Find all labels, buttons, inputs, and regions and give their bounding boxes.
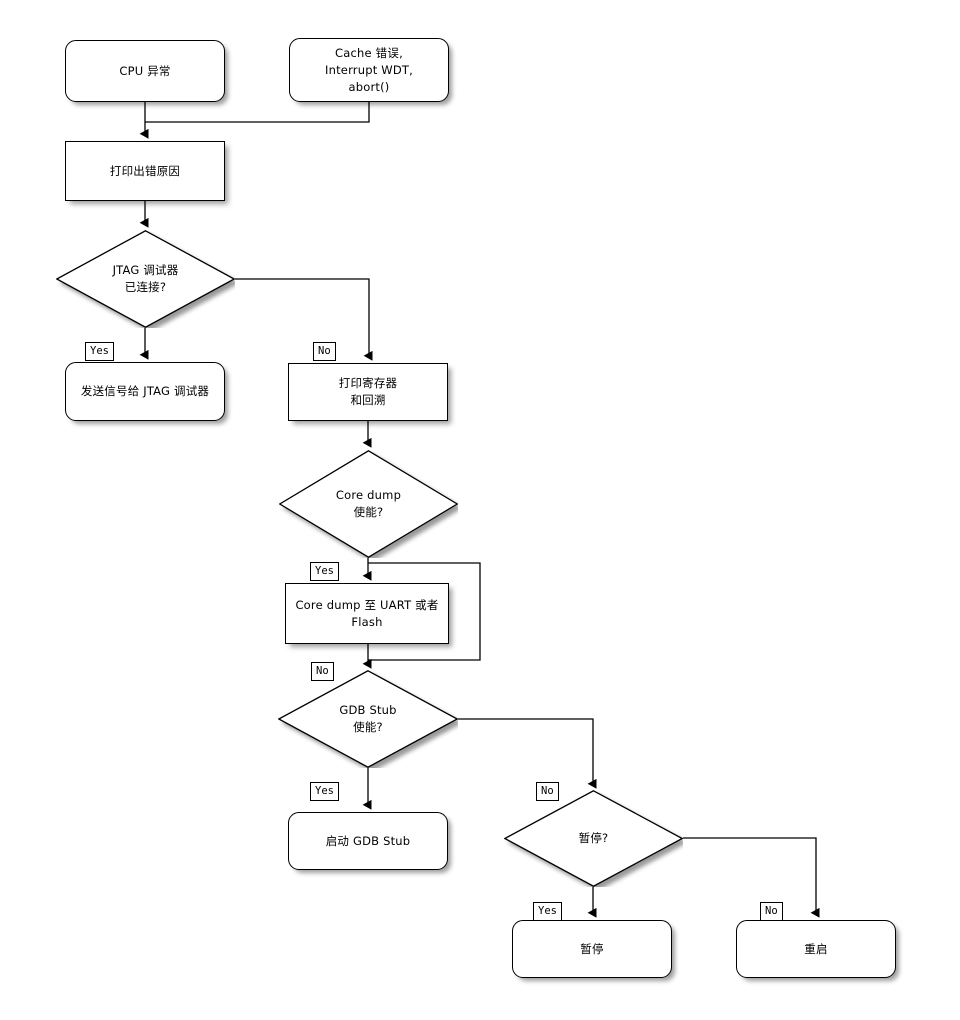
diamond-shape <box>279 450 458 558</box>
edge-label-text: Yes <box>538 905 557 917</box>
node-label: 暂停 <box>580 941 604 956</box>
node-halt-question[interactable]: 暂停? <box>504 790 683 887</box>
node-label: 发送信号给 JTAG 调试器 <box>80 384 210 398</box>
node-start-gdb-stub[interactable]: 启动 GDB Stub <box>288 812 448 870</box>
edge-label-coredump-yes: Yes <box>310 562 339 581</box>
edge-label-gdbstub-no: No <box>536 782 559 801</box>
edge-label-gdbstub-yes: Yes <box>310 782 339 801</box>
edge-label-halt-yes: Yes <box>533 902 562 921</box>
edge-label-text: No <box>318 345 331 357</box>
edge-label-text: No <box>541 785 554 797</box>
node-label: 打印出错原因 <box>109 163 181 178</box>
edge-label-text: No <box>316 665 329 677</box>
edge-label-jtag-no: No <box>313 342 336 361</box>
edge-label-text: No <box>765 905 778 917</box>
edge-label-text: Yes <box>315 785 334 797</box>
node-halt[interactable]: 暂停 <box>512 920 672 978</box>
node-label: CPU 异常 <box>119 63 171 78</box>
node-label: Core dump 至 UART 或者 Flash <box>295 597 439 629</box>
edge-label-halt-no: No <box>760 902 783 921</box>
edge-label-coredump-no: No <box>311 662 334 681</box>
node-label: 暂停? <box>578 831 609 845</box>
diamond-shape <box>278 670 458 768</box>
node-jtag-connected[interactable]: JTAG 调试器 已连接? <box>56 230 235 328</box>
node-label: 打印寄存器 和回溯 <box>338 376 398 407</box>
node-cache-error[interactable]: Cache 错误, Interrupt WDT, abort() <box>289 38 449 102</box>
node-core-dump-to-uart-flash[interactable]: Core dump 至 UART 或者 Flash <box>285 583 449 644</box>
node-label: Cache 错误, Interrupt WDT, abort() <box>325 45 413 94</box>
node-print-registers-backtrace[interactable]: 打印寄存器 和回溯 <box>288 363 448 421</box>
node-label: 重启 <box>804 941 828 956</box>
node-gdb-stub-enabled[interactable]: GDB Stub 使能? <box>278 670 458 768</box>
node-cpu-exception[interactable]: CPU 异常 <box>65 40 225 102</box>
edge-label-text: Yes <box>315 565 334 577</box>
node-label: 启动 GDB Stub <box>325 833 411 848</box>
node-send-signal-jtag[interactable]: 发送信号给 JTAG 调试器 <box>65 362 225 421</box>
node-label: Core dump 使能? <box>335 488 402 519</box>
node-print-error-cause[interactable]: 打印出错原因 <box>65 141 225 201</box>
diamond-shape <box>504 790 683 887</box>
diamond-shape <box>56 230 235 328</box>
node-core-dump-enabled[interactable]: Core dump 使能? <box>279 450 458 558</box>
edge-label-text: Yes <box>90 345 109 357</box>
node-label: JTAG 调试器 已连接? <box>112 263 179 294</box>
node-label: GDB Stub 使能? <box>339 703 397 734</box>
node-reboot[interactable]: 重启 <box>736 920 896 978</box>
edge-label-jtag-yes: Yes <box>85 342 114 361</box>
